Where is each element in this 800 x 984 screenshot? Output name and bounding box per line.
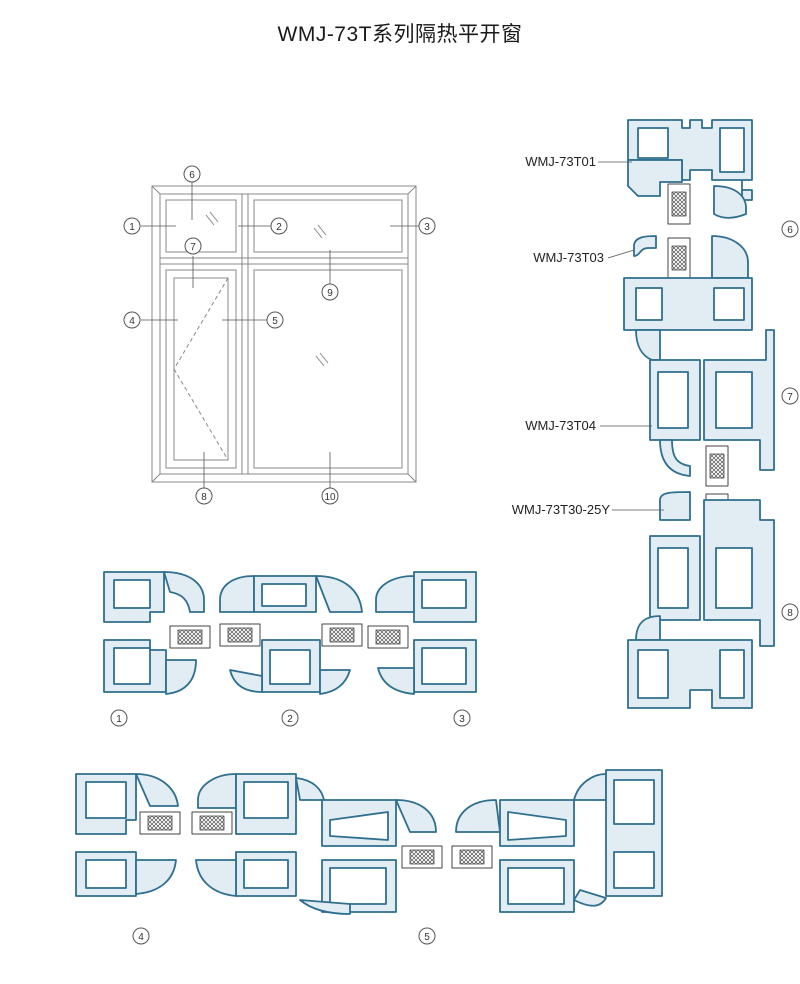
callout-r1-2: 2 [281, 709, 299, 727]
svg-text:7: 7 [787, 392, 793, 403]
svg-text:7: 7 [190, 242, 196, 253]
callout-2: 2 [270, 217, 288, 235]
model-label-t30: WMJ-73T30-25Y [512, 502, 611, 517]
svg-text:6: 6 [189, 170, 195, 181]
svg-text:1: 1 [129, 222, 135, 233]
row1-callouts: 1 2 3 [110, 709, 471, 727]
callout-6: 6 [183, 165, 201, 183]
svg-text:2: 2 [276, 222, 282, 233]
callout-r1-1: 1 [110, 709, 128, 727]
callout-3: 3 [418, 217, 436, 235]
horizontal-section-row2 [75, 769, 663, 915]
svg-text:2: 2 [287, 714, 293, 725]
callout-r2-4: 4 [132, 927, 150, 945]
model-label-t03: WMJ-73T03 [533, 250, 604, 265]
callout-v7: 7 [781, 387, 799, 405]
svg-text:1: 1 [116, 714, 122, 725]
profile-model-labels: WMJ-73T01 WMJ-73T03 WMJ-73T04 WMJ-73T30-… [512, 154, 611, 517]
svg-text:10: 10 [324, 492, 336, 503]
svg-text:4: 4 [129, 316, 135, 327]
vertical-section [623, 119, 775, 709]
svg-text:3: 3 [424, 222, 430, 233]
callout-9: 9 [321, 283, 339, 301]
svg-text:4: 4 [138, 932, 144, 943]
vertical-section-callouts: 6 7 8 [781, 220, 799, 621]
svg-text:5: 5 [424, 932, 430, 943]
elevation-callouts: 1 6 2 3 7 4 5 9 8 10 [123, 165, 436, 505]
callout-4: 4 [123, 311, 141, 329]
svg-text:8: 8 [201, 492, 207, 503]
callout-1: 1 [123, 217, 141, 235]
callout-v8: 8 [781, 603, 799, 621]
callout-r1-3: 3 [453, 709, 471, 727]
callout-8: 8 [195, 487, 213, 505]
model-label-t01: WMJ-73T01 [525, 154, 596, 169]
model-label-t04: WMJ-73T04 [525, 418, 596, 433]
horizontal-section-row1 [103, 571, 477, 695]
page-title: WMJ-73T系列隔热平开窗 [277, 23, 523, 46]
callout-10: 10 [321, 487, 339, 505]
svg-text:5: 5 [272, 316, 278, 327]
callout-7: 7 [184, 237, 202, 255]
svg-text:9: 9 [327, 288, 333, 299]
callout-v6: 6 [781, 220, 799, 238]
svg-text:8: 8 [787, 608, 793, 619]
svg-text:6: 6 [787, 225, 793, 236]
row2-callouts: 4 5 [132, 927, 436, 945]
svg-text:3: 3 [459, 714, 465, 725]
callout-5: 5 [266, 311, 284, 329]
callout-r2-5: 5 [418, 927, 436, 945]
